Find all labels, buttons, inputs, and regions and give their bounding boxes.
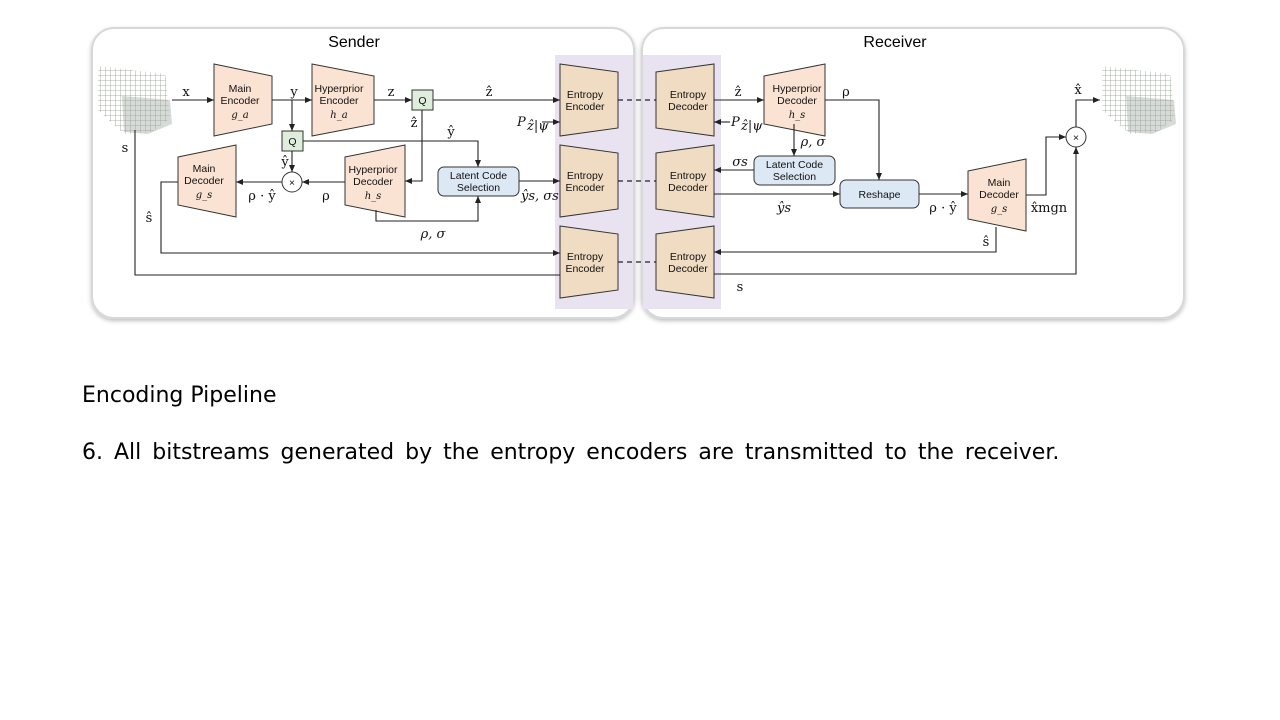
- label-p-z-psi-sender: P ẑ|ψ: [516, 115, 549, 134]
- svg-text:P: P: [516, 115, 526, 130]
- slide-body-text: 6. All bitstreams generated by the entro…: [82, 440, 1060, 465]
- svg-text:h_s: h_s: [365, 191, 382, 202]
- label-rho-sigma-sender: ρ, σ: [420, 227, 447, 242]
- svg-text:Encoder: Encoder: [565, 182, 605, 194]
- svg-text:g_a: g_a: [231, 110, 248, 121]
- main-decoder-receiver-block: Main Decoder g_s: [967, 158, 1027, 232]
- svg-text:Entropy: Entropy: [567, 170, 604, 182]
- label-rho-sender: ρ: [322, 189, 330, 204]
- label-s-hat-r: ŝ: [983, 235, 990, 250]
- svg-text:Encoder: Encoder: [565, 263, 605, 275]
- sender-symbols: x y z ẑ ẑ ŷ ŷ s ŝ ρ · ŷ ρ ρ, σ ŷs, σs P …: [122, 85, 559, 242]
- svg-text:×: ×: [289, 177, 295, 189]
- svg-text:ẑ|ψ: ẑ|ψ: [526, 119, 549, 134]
- label-sigma-s: σs: [732, 155, 748, 170]
- svg-text:Entropy: Entropy: [670, 170, 707, 182]
- sender-wires: [134, 97, 560, 276]
- svg-text:Decoder: Decoder: [184, 175, 224, 187]
- svg-text:Encoder: Encoder: [565, 101, 605, 113]
- svg-text:Encoder: Encoder: [220, 95, 260, 107]
- latent-code-selection-sender: Latent Code Selection: [437, 166, 520, 197]
- reshape-block: Reshape: [839, 179, 920, 209]
- svg-text:Decoder: Decoder: [353, 176, 393, 188]
- label-x: x: [182, 85, 190, 100]
- entropy-decoder-1: Entropy Decoder: [655, 63, 715, 137]
- hyperprior-decoder-sender-block: Hyperprior Decoder h_s: [344, 144, 406, 218]
- label-z-hat-side: ẑ: [411, 116, 418, 131]
- svg-text:Selection: Selection: [457, 182, 500, 194]
- label-y-s: ŷs: [776, 201, 791, 216]
- hyperprior-decoder-receiver-block: Hyperprior Decoder h_s: [763, 63, 826, 137]
- receiver-title: Receiver: [863, 34, 927, 51]
- svg-text:Q: Q: [418, 95, 426, 107]
- entropy-decoder-2: Entropy Decoder: [655, 144, 715, 218]
- svg-text:Entropy: Entropy: [567, 251, 604, 263]
- entropy-encoder-2: Entropy Encoder: [559, 144, 619, 218]
- latent-code-selection-receiver: Latent Code Selection: [753, 155, 836, 186]
- label-y: y: [289, 85, 298, 100]
- svg-text:Latent Code: Latent Code: [766, 159, 823, 171]
- label-p-z-psi-receiver: P ẑ|ψ: [730, 115, 763, 134]
- hyperprior-encoder-block: Hyperprior Encoder h_a: [311, 63, 375, 137]
- label-ys-sigmas: ŷs, σs: [520, 189, 559, 204]
- label-s: s: [122, 141, 129, 156]
- svg-text:Hyperprior: Hyperprior: [314, 83, 364, 95]
- multiply-node-receiver: ×: [1065, 126, 1087, 148]
- entropy-encoder-1: Entropy Encoder: [559, 63, 619, 137]
- svg-text:Decoder: Decoder: [777, 95, 817, 107]
- output-point-cloud-image: [1102, 66, 1176, 134]
- svg-text:Decoder: Decoder: [668, 263, 708, 275]
- svg-text:Decoder: Decoder: [668, 101, 708, 113]
- slide-title: Encoding Pipeline: [82, 383, 277, 408]
- svg-text:Latent Code: Latent Code: [450, 170, 507, 182]
- svg-text:Selection: Selection: [773, 171, 816, 183]
- svg-text:h_a: h_a: [330, 110, 347, 121]
- label-rho-sigma-r: ρ, σ: [800, 135, 827, 150]
- svg-text:Reshape: Reshape: [858, 189, 900, 201]
- label-z: z: [388, 85, 395, 100]
- svg-text:ẑ|ψ: ẑ|ψ: [740, 119, 763, 134]
- receiver-symbols: ẑ P ẑ|ψ ρ ρ, σ σs ŷs ρ · ŷ ŝ s x̂mgn x̂: [730, 83, 1082, 295]
- svg-text:×: ×: [1073, 132, 1079, 144]
- svg-text:Hyperprior: Hyperprior: [348, 164, 398, 176]
- label-s-r: s: [737, 280, 744, 295]
- label-rho-y-sender: ρ · ŷ: [248, 189, 276, 204]
- svg-text:Main: Main: [229, 83, 252, 95]
- label-rho-y-r: ρ · ŷ: [929, 201, 957, 216]
- sender-title: Sender: [328, 34, 380, 51]
- svg-text:Q: Q: [288, 136, 296, 148]
- svg-text:Hyperprior: Hyperprior: [772, 83, 822, 95]
- entropy-encoder-3: Entropy Encoder: [559, 225, 619, 299]
- label-y-hat-top: ŷ: [446, 125, 455, 140]
- label-z-hat-top: ẑ: [486, 85, 493, 100]
- entropy-decoder-3: Entropy Decoder: [655, 225, 715, 299]
- compression-pipeline-diagram: Sender Receiver Main Encoder g_a Hyperpr…: [91, 27, 1185, 319]
- multiply-node-sender: ×: [281, 171, 303, 193]
- label-s-hat: ŝ: [146, 211, 153, 226]
- svg-text:Entropy: Entropy: [670, 89, 707, 101]
- svg-text:Entropy: Entropy: [567, 89, 604, 101]
- svg-text:P: P: [730, 115, 740, 130]
- quantizer-z: Q: [411, 89, 434, 111]
- svg-text:Decoder: Decoder: [668, 182, 708, 194]
- label-rho-r: ρ: [842, 85, 850, 100]
- label-x-hat: x̂: [1074, 83, 1082, 98]
- svg-text:Decoder: Decoder: [979, 189, 1019, 201]
- label-x-mgn: x̂mgn: [1031, 201, 1068, 216]
- main-decoder-sender-block: Main Decoder g_s: [177, 144, 237, 218]
- main-encoder-block: Main Encoder g_a: [213, 63, 273, 137]
- input-point-cloud-image: [98, 66, 172, 134]
- svg-text:Encoder: Encoder: [319, 95, 359, 107]
- receiver-wires: [714, 97, 1100, 275]
- svg-text:Main: Main: [193, 163, 216, 175]
- label-y-hat-q: ŷ: [280, 155, 289, 170]
- svg-text:Entropy: Entropy: [670, 251, 707, 263]
- label-z-hat-r: ẑ: [735, 85, 742, 100]
- svg-text:g_s: g_s: [196, 190, 213, 201]
- svg-text:Main: Main: [988, 177, 1011, 189]
- quantizer-y: Q: [281, 130, 304, 152]
- svg-text:g_s: g_s: [991, 204, 1008, 215]
- svg-text:h_s: h_s: [789, 110, 806, 121]
